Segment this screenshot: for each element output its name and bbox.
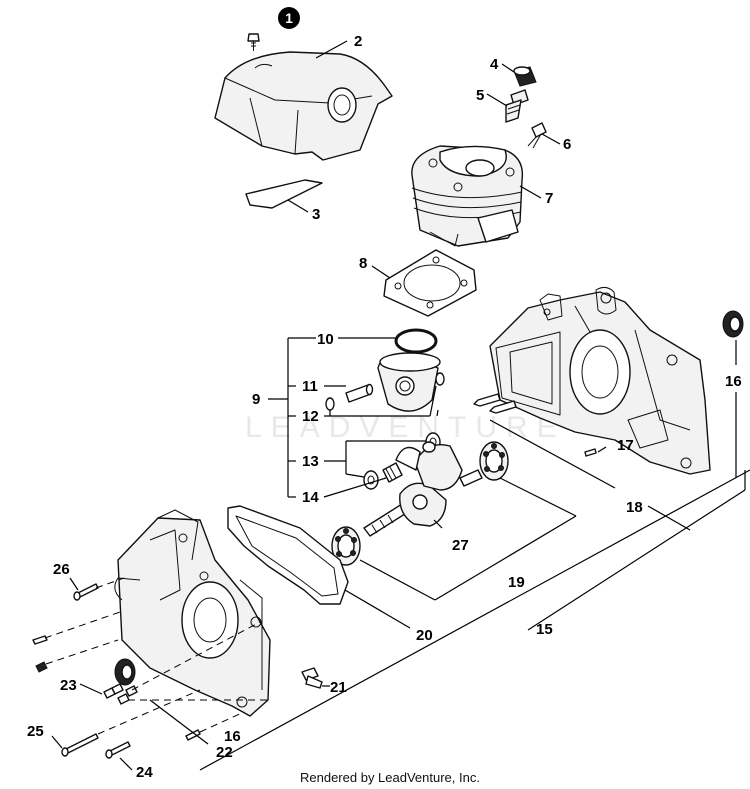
callout-22: 22 bbox=[216, 744, 233, 761]
part-spark-plug bbox=[527, 122, 547, 149]
part-bolt-right bbox=[473, 393, 517, 414]
callout-10: 10 bbox=[317, 331, 334, 348]
part-cylinder-cover bbox=[214, 51, 393, 161]
callout-7: 7 bbox=[545, 190, 553, 207]
callout-9: 9 bbox=[252, 391, 260, 408]
callout-21: 21 bbox=[330, 679, 347, 696]
callout-18: 18 bbox=[626, 499, 643, 516]
callout-25: 25 bbox=[27, 723, 44, 740]
assembly-dashed-lines bbox=[44, 577, 268, 735]
svg-text:1: 1 bbox=[285, 10, 293, 26]
part-dowel-pins-left bbox=[35, 661, 138, 705]
callout-4: 4 bbox=[490, 56, 499, 73]
part-decompression-valve bbox=[505, 89, 529, 123]
part-dowel-pin-right bbox=[584, 448, 597, 457]
leader-lines bbox=[51, 40, 750, 771]
part-screws-left bbox=[32, 583, 201, 759]
part-pad bbox=[245, 179, 323, 209]
callout-3: 3 bbox=[312, 206, 320, 223]
part-circlip bbox=[325, 372, 445, 411]
callout-14: 14 bbox=[302, 489, 319, 506]
part-cap bbox=[513, 66, 537, 87]
part-cylinder-gasket bbox=[383, 249, 477, 317]
callout-12: 12 bbox=[302, 408, 319, 425]
callout-27: 27 bbox=[452, 537, 469, 554]
part-crankshaft bbox=[363, 441, 483, 537]
callout-13: 13 bbox=[302, 453, 319, 470]
callout-5: 5 bbox=[476, 87, 484, 104]
callout-15: 15 bbox=[536, 621, 553, 638]
part-screw-cover bbox=[247, 33, 260, 51]
part-piston-pin bbox=[345, 383, 374, 403]
callout-16-right: 16 bbox=[725, 373, 742, 390]
part-ball-bearing-lower bbox=[331, 526, 361, 566]
callout-6: 6 bbox=[563, 136, 571, 153]
part-crankcase-gasket bbox=[227, 505, 349, 605]
footer-credit: Rendered by LeadVenture, Inc. bbox=[300, 770, 480, 785]
callout-20: 20 bbox=[416, 627, 433, 644]
callout-8: 8 bbox=[359, 255, 367, 272]
callout-17: 17 bbox=[617, 437, 634, 454]
part-ball-bearing bbox=[479, 441, 509, 481]
callout-11: 11 bbox=[302, 378, 318, 395]
part-needle-bearing bbox=[382, 462, 403, 483]
callout-23: 23 bbox=[60, 677, 77, 694]
callout-24: 24 bbox=[136, 764, 153, 781]
part-crankcase-right bbox=[489, 286, 711, 475]
part-piston bbox=[377, 352, 441, 412]
part-fitting bbox=[301, 667, 323, 689]
callout-16-left: 16 bbox=[224, 728, 241, 745]
callout-badge-1: 1 bbox=[278, 7, 300, 29]
part-cylinder bbox=[411, 145, 524, 247]
callout-2: 2 bbox=[354, 33, 362, 50]
callout-26: 26 bbox=[53, 561, 70, 578]
part-oil-seal-right bbox=[722, 310, 744, 338]
part-piston-ring bbox=[394, 328, 438, 354]
part-crankcase-left bbox=[114, 509, 271, 717]
part-oil-seal-left bbox=[114, 658, 136, 686]
callout-19: 19 bbox=[508, 574, 525, 591]
